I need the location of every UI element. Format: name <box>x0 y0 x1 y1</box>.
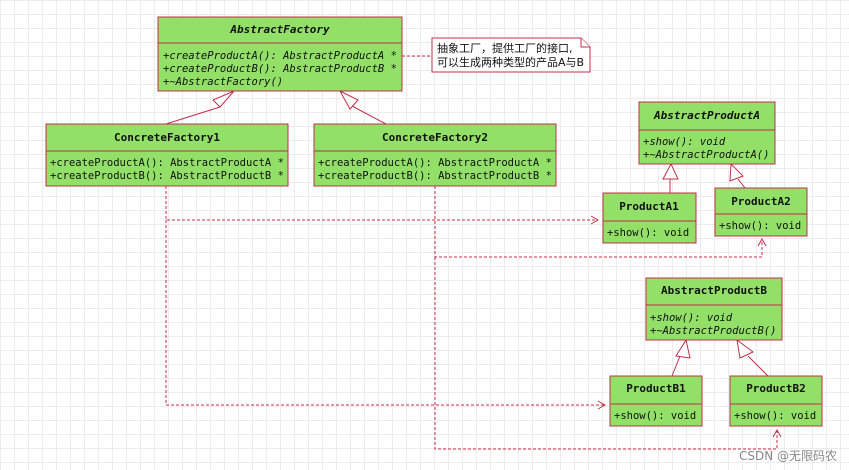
class-name: ProductA2 <box>731 195 791 208</box>
generalization-a2-to-abstract-product-a <box>729 162 746 189</box>
class-name: AbstractFactory <box>229 23 330 36</box>
class-abstract-factory[interactable]: AbstractFactory +createProductA(): Abstr… <box>157 16 403 92</box>
member-show: +show(): void <box>650 312 733 324</box>
member-create-product-a: +createProductA(): AbstractProductA * <box>163 50 397 62</box>
member-destructor: +~AbstractProductB() <box>650 325 776 337</box>
class-concrete-factory-1[interactable]: ConcreteFactory1 +createProductA(): Abst… <box>45 123 289 187</box>
class-name: ConcreteFactory2 <box>382 131 488 144</box>
class-product-b2[interactable]: ProductB2 +show(): void <box>729 375 823 427</box>
note-abstract-factory[interactable]: 抽象工厂，提供工厂的接口, 可以生成两种类型的产品A与B <box>431 37 591 73</box>
member-show: +show(): void <box>607 227 689 239</box>
class-product-a2[interactable]: ProductA2 +show(): void <box>714 187 808 237</box>
member-show: +show(): void <box>734 410 816 422</box>
class-product-b1[interactable]: ProductB1 +show(): void <box>609 375 703 427</box>
class-abstract-product-b[interactable]: AbstractProductB +show(): void +~Abstrac… <box>645 277 783 341</box>
dependency-cf2-to-product-a2 <box>434 186 767 258</box>
member-create-product-b: +createProductB(): AbstractProductB * <box>50 170 284 182</box>
class-name: AbstractProductA <box>653 109 760 122</box>
class-name: AbstractProductB <box>661 284 767 297</box>
dependency-cf2-to-product-b2 <box>434 257 782 450</box>
generalization-b1-to-abstract-product-b <box>671 338 691 377</box>
dependency-cf1-to-product-b1 <box>165 220 607 410</box>
member-create-product-b: +createProductB(): AbstractProductB * <box>318 170 552 182</box>
watermark: CSDN @无限码农 <box>738 449 837 463</box>
dependency-cf1-to-product-a1 <box>165 186 600 225</box>
class-product-a1[interactable]: ProductA1 +show(): void <box>602 192 697 244</box>
class-name: ProductB2 <box>746 382 806 395</box>
member-destructor: +~AbstractProductA() <box>643 149 769 161</box>
generalization-b2-to-abstract-product-b <box>736 338 769 377</box>
member-show: +show(): void <box>614 410 696 422</box>
generalization-cf2-to-abstract-factory <box>338 89 387 125</box>
generalization-a1-to-abstract-product-a <box>662 162 679 193</box>
member-create-product-b: +createProductB(): AbstractProductB * <box>163 63 397 75</box>
generalization-cf1-to-abstract-factory <box>165 90 235 125</box>
member-create-product-a: +createProductA(): AbstractProductA * <box>318 157 552 169</box>
member-destructor: +~AbstractFactory() <box>163 76 283 88</box>
note-line-2: 可以生成两种类型的产品A与B <box>437 55 584 69</box>
note-line-1: 抽象工厂，提供工厂的接口, <box>437 41 573 55</box>
member-show: +show(): void <box>643 136 726 148</box>
member-create-product-a: +createProductA(): AbstractProductA * <box>50 157 284 169</box>
class-name: ConcreteFactory1 <box>114 131 220 144</box>
class-concrete-factory-2[interactable]: ConcreteFactory2 +createProductA(): Abst… <box>313 123 557 187</box>
class-name: ProductB1 <box>626 382 686 395</box>
member-show: +show(): void <box>719 220 801 232</box>
class-abstract-product-a[interactable]: AbstractProductA +show(): void +~Abstrac… <box>638 101 776 165</box>
class-name: ProductA1 <box>619 200 679 213</box>
